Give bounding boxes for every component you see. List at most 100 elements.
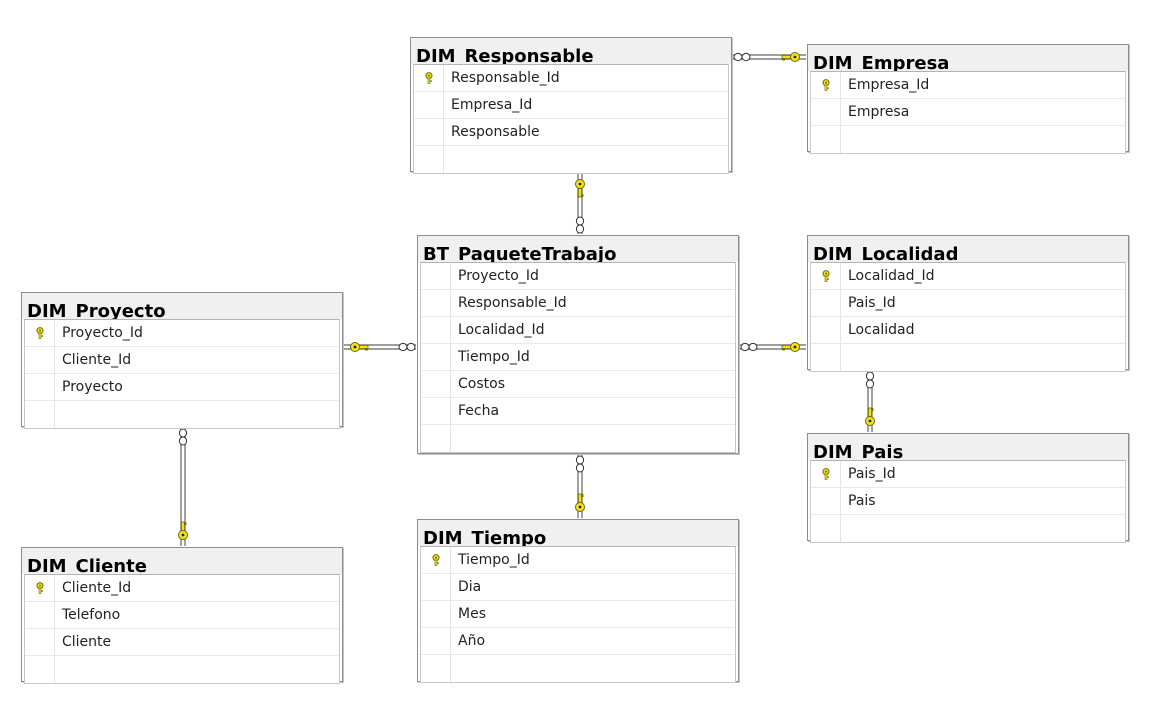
primary-key-icon xyxy=(424,72,434,84)
column-name: Tiempo_Id xyxy=(458,552,530,568)
new-column-row[interactable] xyxy=(421,425,735,452)
column-row[interactable]: Costos xyxy=(421,371,735,398)
relationship-localidad-pais[interactable] xyxy=(865,371,875,432)
row-selector xyxy=(25,401,55,428)
infinity-icon xyxy=(740,342,758,352)
column-name: Empresa_Id xyxy=(451,97,533,113)
primary-key-icon xyxy=(431,554,441,566)
relationship-paquete-proyecto[interactable] xyxy=(344,342,416,352)
row-selector xyxy=(421,628,451,654)
column-row[interactable]: Responsable xyxy=(414,119,728,146)
column-row[interactable]: Responsable_Id xyxy=(421,290,735,317)
relationship-responsable-empresa[interactable] xyxy=(733,52,806,62)
column-row[interactable]: Pais_Id xyxy=(811,461,1125,488)
new-column-row[interactable] xyxy=(811,344,1125,371)
infinity-icon xyxy=(575,216,585,234)
column-row[interactable]: Telefono xyxy=(25,602,339,629)
new-column-row[interactable] xyxy=(25,656,339,683)
column-row[interactable]: Fecha xyxy=(421,398,735,425)
column-row[interactable]: Localidad_Id xyxy=(421,317,735,344)
column-name: Cliente_Id xyxy=(62,580,132,596)
column-row[interactable]: Proyecto_Id xyxy=(421,263,735,290)
column-row[interactable]: Cliente_Id xyxy=(25,575,339,602)
relationship-proyecto-cliente[interactable] xyxy=(178,428,188,546)
row-selector xyxy=(421,290,451,316)
row-selector xyxy=(811,72,841,98)
row-selector xyxy=(811,344,841,371)
table-title[interactable]: DIM_Proyecto xyxy=(22,293,342,319)
primary-key-icon xyxy=(821,270,831,282)
table-title[interactable]: DIM_Cliente xyxy=(22,548,342,574)
column-name: Proyecto_Id xyxy=(458,268,539,284)
table-title[interactable]: DIM_Responsable xyxy=(411,38,731,64)
row-selector xyxy=(811,126,841,153)
relationship-paquete-tiempo[interactable] xyxy=(575,455,585,518)
new-column-row[interactable] xyxy=(414,146,728,173)
relationship-key-icon xyxy=(781,342,800,352)
column-row[interactable]: Empresa xyxy=(811,99,1125,126)
column-row[interactable]: Empresa_Id xyxy=(811,72,1125,99)
infinity-icon xyxy=(398,342,416,352)
column-row[interactable]: Pais xyxy=(811,488,1125,515)
column-row[interactable]: Pais_Id xyxy=(811,290,1125,317)
column-name: Responsable_Id xyxy=(451,70,560,86)
row-selector xyxy=(421,398,451,424)
row-selector xyxy=(414,119,444,145)
row-selector xyxy=(414,65,444,91)
column-row[interactable]: Mes xyxy=(421,601,735,628)
column-row[interactable]: Responsable_Id xyxy=(414,65,728,92)
column-row[interactable]: Año xyxy=(421,628,735,655)
table-title[interactable]: DIM_Pais xyxy=(808,434,1128,460)
row-selector xyxy=(421,601,451,627)
primary-key-icon xyxy=(821,468,831,480)
column-name: Tiempo_Id xyxy=(458,349,530,365)
column-row[interactable]: Cliente_Id xyxy=(25,347,339,374)
new-column-row[interactable] xyxy=(811,515,1125,542)
column-row[interactable]: Proyecto xyxy=(25,374,339,401)
column-name: Dia xyxy=(458,579,482,595)
new-column-row[interactable] xyxy=(811,126,1125,153)
table-title[interactable]: DIM_Empresa xyxy=(808,45,1128,71)
relationship-paquete-localidad[interactable] xyxy=(740,342,806,352)
row-selector xyxy=(811,263,841,289)
column-row[interactable]: Localidad_Id xyxy=(811,263,1125,290)
column-row[interactable]: Tiempo_Id xyxy=(421,547,735,574)
column-name: Proyecto_Id xyxy=(62,325,143,341)
column-row[interactable]: Tiempo_Id xyxy=(421,344,735,371)
row-selector xyxy=(414,146,444,173)
column-name: Pais xyxy=(848,493,876,509)
column-name: Localidad_Id xyxy=(848,268,935,284)
row-selector xyxy=(811,515,841,542)
table-title[interactable]: BT_PaqueteTrabajo xyxy=(418,236,738,262)
primary-key-icon xyxy=(821,79,831,91)
table-title[interactable]: DIM_Localidad xyxy=(808,236,1128,262)
table-title[interactable]: DIM_Tiempo xyxy=(418,520,738,546)
new-column-row[interactable] xyxy=(421,655,735,682)
column-row[interactable]: Localidad xyxy=(811,317,1125,344)
row-selector xyxy=(25,374,55,400)
column-row[interactable]: Empresa_Id xyxy=(414,92,728,119)
column-row[interactable]: Proyecto_Id xyxy=(25,320,339,347)
column-name: Año xyxy=(458,633,486,649)
column-row[interactable]: Dia xyxy=(421,574,735,601)
infinity-icon xyxy=(733,52,751,62)
column-name: Empresa xyxy=(848,104,910,120)
relationship-key-icon xyxy=(781,52,800,62)
new-column-row[interactable] xyxy=(25,401,339,428)
column-row[interactable]: Cliente xyxy=(25,629,339,656)
relationship-paquete-responsable[interactable] xyxy=(575,173,585,234)
